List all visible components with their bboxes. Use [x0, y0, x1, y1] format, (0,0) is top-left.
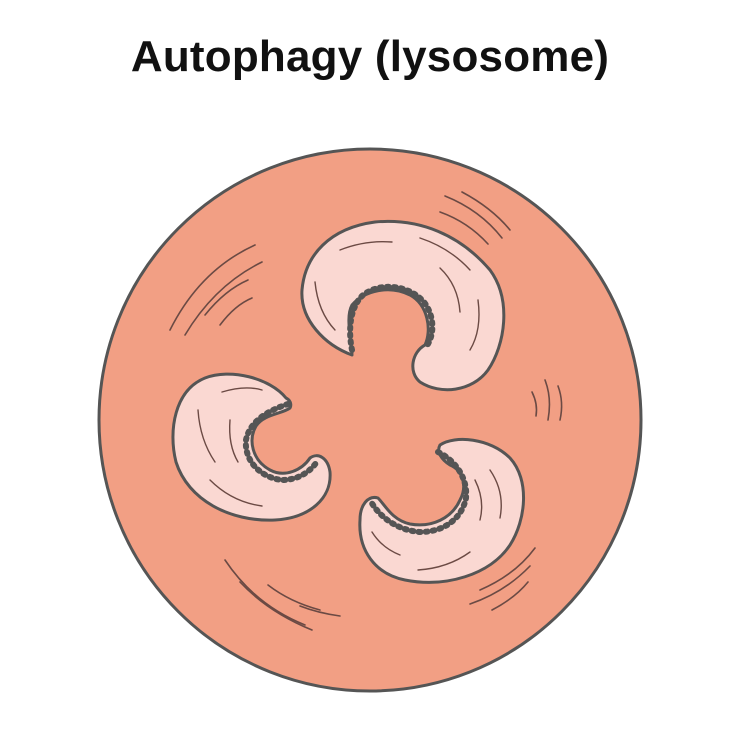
vesicle-bottom-right [358, 437, 525, 584]
vesicle-top [300, 219, 506, 392]
vesicle-left [171, 372, 332, 522]
diagram-title: Autophagy (lysosome) [130, 32, 610, 81]
lysosome-shading [169, 191, 563, 631]
lysosome-membrane [97, 147, 643, 693]
